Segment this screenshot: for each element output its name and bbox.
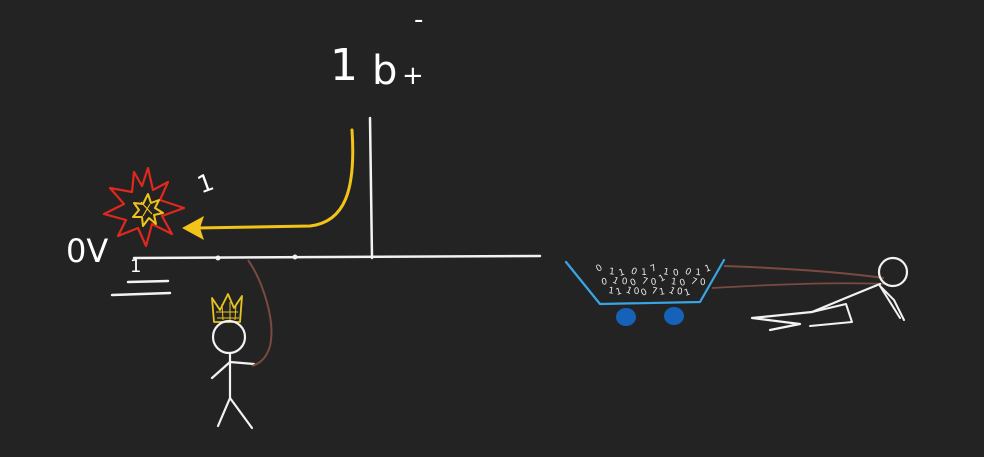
rope (247, 259, 273, 367)
cart-bit: 1 (641, 268, 647, 278)
cart-bit: 7 (689, 277, 698, 288)
vertical-axis-line (368, 116, 374, 260)
cart-bit: 0 (679, 278, 687, 289)
cart-bit: 0 (629, 277, 638, 288)
cart-body (564, 258, 726, 306)
pull-rope (723, 265, 885, 279)
cart-bit: 0 (601, 277, 609, 288)
top-label-b: b (372, 48, 397, 94)
top-label: 1 b + - (330, 5, 424, 94)
cart-bit: 0 (700, 278, 706, 288)
cart-wheel (616, 308, 636, 326)
cart-bit: 1 (670, 277, 677, 288)
horizontal-base-line (132, 254, 542, 260)
yellow-arrow (182, 128, 355, 240)
cart-bit: 0 (650, 277, 657, 288)
crawling-stick-figure (750, 256, 909, 332)
cart-bit: 1 (615, 287, 623, 298)
ground-symbol: 1 (110, 256, 172, 297)
ground-label: 0V (66, 232, 108, 270)
cart-bit: 0 (640, 287, 650, 299)
ground-digit: 1 (130, 256, 141, 277)
cart-bit: 1 (704, 263, 713, 274)
line-dot (292, 254, 298, 260)
arrow-head-icon (182, 216, 204, 240)
cart-bit: 1 (624, 286, 633, 297)
cart-bit: 0 (677, 287, 684, 297)
cart-bit: 1 (610, 276, 620, 288)
cart-bit: 0 (683, 267, 693, 279)
top-label-digit: 1 (330, 40, 358, 91)
arrow-label: 1 (194, 168, 218, 200)
line-dot (215, 255, 221, 261)
cart-bit: 0 (595, 263, 605, 275)
pull-rope (711, 282, 889, 289)
cart-bit: 1 (657, 273, 667, 285)
cart-bit: 7 (649, 263, 658, 274)
cart-bit: 7 (640, 276, 648, 287)
cart-bit: 0 (672, 268, 680, 279)
cart-bit: 1 (695, 268, 701, 278)
cart-bit: 1 (683, 288, 692, 299)
head (211, 319, 247, 355)
cart-wheel (664, 307, 684, 325)
crown-icon (211, 293, 243, 323)
cart-bit: 1 (662, 267, 670, 278)
top-label-plus: + (402, 61, 424, 91)
cart-bit: 7 (650, 286, 658, 297)
explosion-icon (102, 166, 186, 248)
cart-bit: 0 (629, 266, 638, 277)
king-stick-figure (210, 293, 256, 430)
cart-bit: 0 (634, 287, 640, 297)
cart-bit: 0 (621, 277, 628, 287)
cart-bit: 1 (618, 268, 626, 279)
cart-bit: 1 (658, 287, 665, 298)
cart-bit: 1 (608, 286, 615, 297)
top-label-minus: - (414, 5, 423, 35)
cart-bit: 1 (667, 286, 677, 298)
head (877, 256, 909, 288)
cart-bit: 1 (608, 267, 615, 278)
